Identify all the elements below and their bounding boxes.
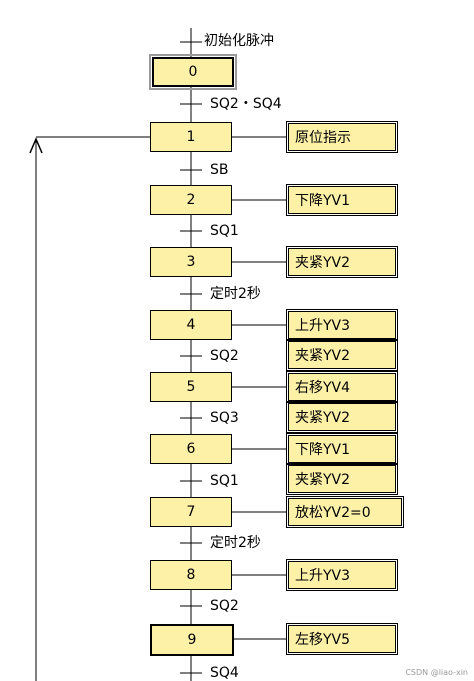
action-box: 夹紧YV2 — [286, 463, 398, 495]
transition-label: SB — [210, 162, 229, 178]
step-1: 1 — [150, 122, 232, 152]
action-box: 夹紧YV2 — [286, 339, 398, 371]
step-7: 7 — [150, 497, 232, 527]
step-4: 4 — [150, 310, 232, 340]
action-box: 夹紧YV2 — [286, 246, 398, 278]
transition-label: SQ2 — [210, 348, 239, 364]
action-box: 右移YV4 — [286, 371, 398, 403]
step-2: 2 — [150, 185, 232, 215]
step-9: 9 — [150, 624, 234, 656]
step-6: 6 — [150, 434, 232, 464]
transition-label: SQ3 — [210, 410, 239, 426]
action-box: 原位指示 — [286, 121, 398, 153]
action-box: 下降YV1 — [286, 184, 398, 216]
step-3: 3 — [150, 247, 232, 277]
transition-label: SQ1 — [210, 473, 239, 489]
transition-label: 定时2秒 — [210, 535, 261, 551]
action-box: 放松YV2=0 — [286, 496, 404, 528]
action-box: 左移YV5 — [286, 623, 398, 655]
transition-label: SQ4 — [210, 665, 239, 681]
watermark: CSDN @liao-xin — [405, 668, 468, 677]
action-box: 上升YV3 — [286, 309, 398, 341]
transition-label: SQ2 — [210, 598, 239, 614]
step-0: 0 — [149, 54, 237, 90]
initial-pulse-label: 初始化脉冲 — [204, 33, 274, 49]
action-box: 下降YV1 — [286, 433, 398, 465]
transition-label: 定时2秒 — [210, 286, 261, 302]
step-5: 5 — [150, 372, 232, 402]
action-box: 夹紧YV2 — [286, 401, 398, 433]
transition-label: SQ2・SQ4 — [210, 96, 282, 112]
action-box: 上升YV3 — [286, 559, 398, 591]
transition-label: SQ1 — [210, 223, 239, 239]
step-8: 8 — [150, 560, 232, 590]
